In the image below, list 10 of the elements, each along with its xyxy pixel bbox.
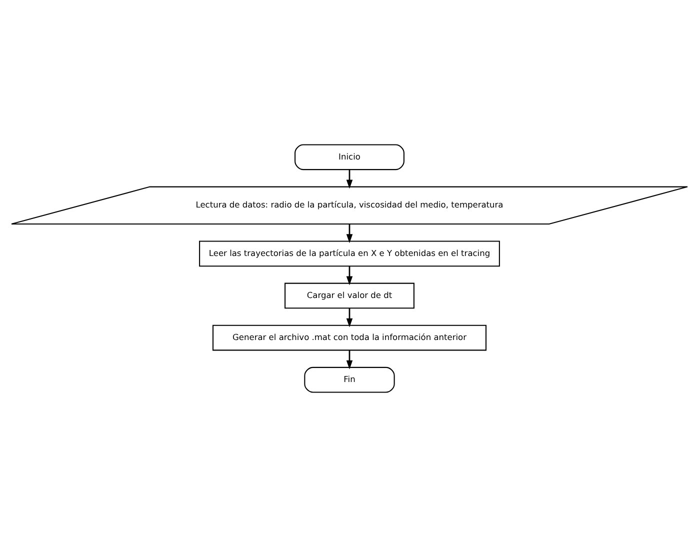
node-box: Cargar el valor de dt	[284, 282, 414, 309]
arrow	[346, 170, 353, 189]
arrow	[346, 350, 353, 370]
node-box: Leer las trayectorias de la partícula en X e Y obtenidas en el tracing	[199, 240, 500, 267]
arrow	[346, 224, 353, 244]
node-box: Generar el archivo .mat con toda la información anterior	[212, 324, 486, 351]
arrow	[346, 308, 353, 328]
node-box: Inicio	[294, 144, 404, 170]
node-box: Fin	[304, 366, 395, 393]
arrow	[346, 266, 353, 286]
